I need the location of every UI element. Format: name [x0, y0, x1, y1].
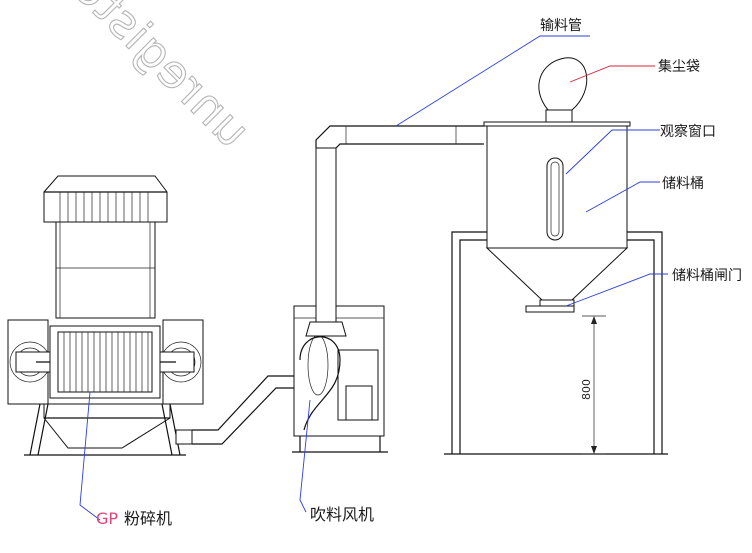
- conveying-pipe: [315, 125, 484, 149]
- grinder-machine: [7, 175, 204, 456]
- leader-lines: [79, 35, 668, 521]
- watermark: unregistered: [7, 0, 261, 158]
- height-dimension: 800: [580, 315, 606, 455]
- label-bin-gate: 储料桶闸门: [672, 268, 742, 284]
- blower-unit: [292, 147, 388, 453]
- rotor-blades: [63, 332, 149, 392]
- dimension-800: 800: [580, 379, 593, 400]
- watermark-text: unregistered: [7, 0, 260, 158]
- label-blower: 吹料风机: [310, 505, 374, 524]
- storage-bin: [444, 57, 668, 455]
- label-storage-bin: 储料桶: [662, 176, 704, 192]
- hood-slats: [59, 192, 149, 222]
- label-grinder-prefix: GP: [96, 509, 118, 528]
- label-conveying-pipe: 输料管: [540, 18, 582, 34]
- label-observation-window: 观察窗口: [660, 123, 716, 140]
- label-dust-bag: 集尘袋: [658, 58, 700, 75]
- label-grinder: 粉碎机: [124, 509, 172, 528]
- transfer-duct: [192, 375, 300, 445]
